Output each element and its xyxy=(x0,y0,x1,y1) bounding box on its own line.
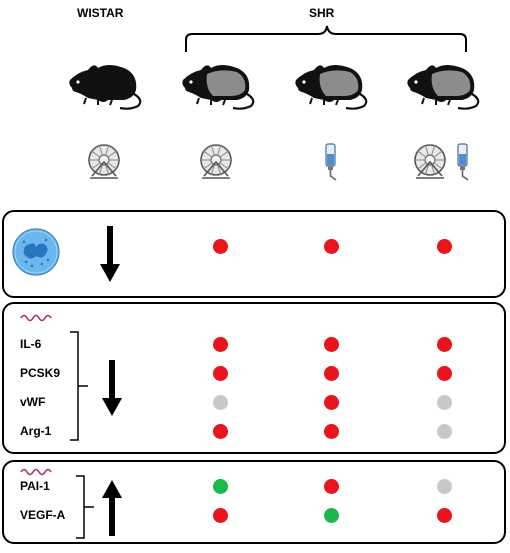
arrow-down-icon xyxy=(100,226,120,282)
running-wheel-icon xyxy=(88,144,120,179)
status-dot-green xyxy=(212,478,228,494)
status-dot-red xyxy=(212,238,228,254)
status-dot-red xyxy=(323,423,339,439)
status-dot-green xyxy=(323,507,339,523)
status-dot-red xyxy=(436,238,452,254)
panel-markers-increased xyxy=(2,460,506,544)
panel-immune-cells xyxy=(2,210,506,298)
status-dot-red xyxy=(212,365,228,381)
status-dot-red xyxy=(323,238,339,254)
marker-label: PAI-1 xyxy=(20,479,50,493)
drinking-bottle-icon xyxy=(325,143,337,181)
marker-label: vWF xyxy=(20,395,46,409)
status-dot-red xyxy=(323,394,339,410)
mrna-wave-icon xyxy=(20,468,52,476)
status-dot-gray xyxy=(436,478,452,494)
status-dot-gray xyxy=(436,423,452,439)
wistar-group-label: WISTAR xyxy=(77,6,124,20)
status-dot-red xyxy=(212,507,228,523)
status-dot-gray xyxy=(436,394,452,410)
marker-label: Arg-1 xyxy=(20,424,52,438)
marker-label: PCSK9 xyxy=(20,366,61,380)
immune-cell-icon xyxy=(12,228,60,276)
shr-group-label: SHR xyxy=(309,6,335,20)
status-dot-red xyxy=(436,336,452,352)
panel-markers-decreased xyxy=(2,302,506,454)
running-wheel-icon xyxy=(200,144,232,179)
shr-rat-icon xyxy=(295,65,368,110)
shr-rat-icon xyxy=(182,65,255,110)
drinking-bottle-icon xyxy=(457,143,469,181)
mrna-wave-icon xyxy=(20,314,52,322)
status-dot-red xyxy=(323,478,339,494)
status-dot-red xyxy=(323,365,339,381)
arrow-up-icon xyxy=(102,480,122,536)
shr-bracket xyxy=(185,25,467,52)
status-dot-red xyxy=(436,365,452,381)
row-bracket xyxy=(70,331,88,441)
marker-label: VEGF-A xyxy=(20,508,66,522)
status-dot-red xyxy=(212,336,228,352)
wistar-rat-icon xyxy=(69,65,142,110)
status-dot-red xyxy=(323,336,339,352)
status-dot-gray xyxy=(212,394,228,410)
marker-label: IL-6 xyxy=(20,337,42,351)
status-dot-red xyxy=(212,423,228,439)
arrow-down-icon xyxy=(102,360,122,416)
shr-rat-icon xyxy=(407,65,480,110)
status-dot-red xyxy=(436,507,452,523)
row-bracket xyxy=(76,475,94,539)
running-wheel-icon xyxy=(414,144,446,179)
